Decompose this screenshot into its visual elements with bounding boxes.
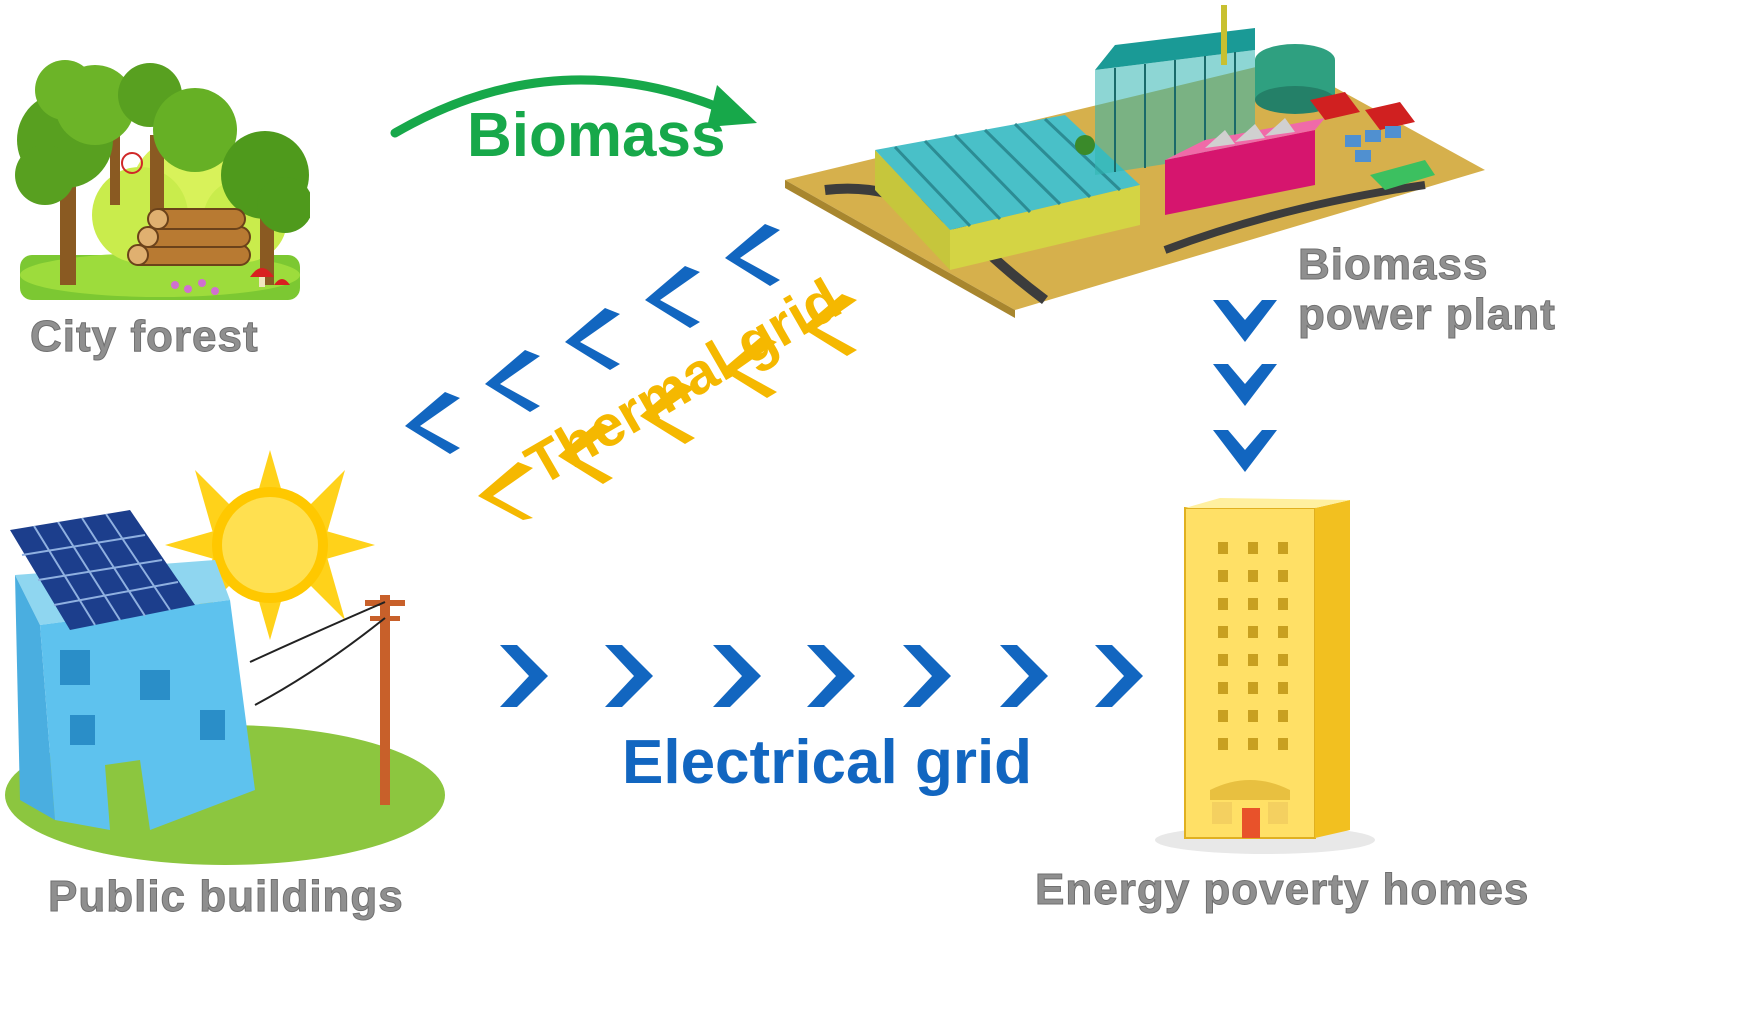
power-plant-label-line2: power plant bbox=[1298, 290, 1556, 340]
biomass-flow-arrow bbox=[390, 75, 757, 138]
thermal-chevron-group bbox=[405, 224, 857, 520]
yellow-left-chevron bbox=[558, 422, 613, 484]
blue-left-chevron bbox=[725, 224, 780, 286]
solar-public-building-icon bbox=[5, 450, 445, 865]
blue-left-chevron bbox=[485, 350, 540, 412]
right-chevron bbox=[500, 645, 548, 707]
down-chevron bbox=[1213, 364, 1277, 406]
down-chevron bbox=[1213, 430, 1277, 472]
right-chevron bbox=[713, 645, 761, 707]
blue-left-chevron bbox=[565, 308, 620, 370]
yellow-left-chevron bbox=[478, 462, 533, 520]
public-buildings-label: Public buildings bbox=[48, 872, 404, 922]
right-chevron bbox=[1095, 645, 1143, 707]
forest-icon bbox=[15, 60, 310, 300]
electrical-chevron-group bbox=[500, 645, 1143, 707]
biomass-flow-label: Biomass bbox=[467, 101, 726, 170]
down-chevron-group bbox=[1213, 300, 1277, 472]
power-plant-label-line1: Biomass bbox=[1297, 240, 1489, 290]
yellow-left-chevron bbox=[640, 382, 695, 444]
energy-poverty-homes-label: Energy poverty homes bbox=[1034, 865, 1530, 915]
down-chevron bbox=[1213, 300, 1277, 342]
blue-left-chevron bbox=[405, 392, 460, 454]
right-chevron bbox=[1000, 645, 1048, 707]
right-chevron bbox=[807, 645, 855, 707]
right-chevron bbox=[903, 645, 951, 707]
biomass-power-plant-icon bbox=[785, 5, 1485, 318]
yellow-left-chevron bbox=[722, 336, 777, 398]
apartment-building-icon bbox=[1155, 498, 1375, 854]
electrical-grid-label: Electrical grid bbox=[622, 728, 1033, 797]
yellow-left-chevron bbox=[802, 294, 857, 356]
right-chevron bbox=[605, 645, 653, 707]
city-forest-label: City forest bbox=[30, 312, 259, 362]
blue-left-chevron bbox=[645, 266, 700, 328]
